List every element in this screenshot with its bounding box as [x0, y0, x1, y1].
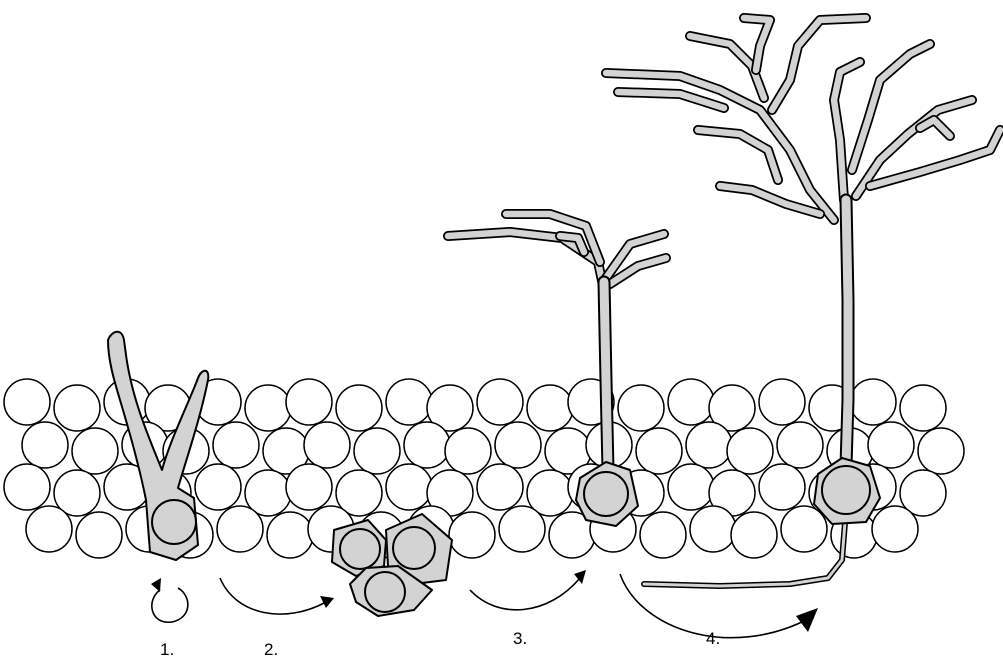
background-cell — [386, 464, 432, 510]
background-cell — [686, 422, 732, 468]
background-cell — [304, 422, 350, 468]
background-cell — [690, 506, 736, 552]
background-cell — [527, 385, 573, 431]
background-cell — [22, 422, 68, 468]
step-4-label: 4. — [706, 629, 720, 648]
background-cell — [404, 422, 450, 468]
background-cell — [918, 428, 964, 474]
arrow-step-3 — [470, 570, 586, 610]
background-cell — [872, 506, 918, 552]
background-cell — [195, 464, 241, 510]
background-cell — [386, 379, 432, 425]
background-cell — [286, 464, 332, 510]
background-cell — [286, 379, 332, 425]
background-cell — [668, 464, 714, 510]
background-cell — [731, 512, 777, 558]
background-cell — [213, 422, 259, 468]
background-cell — [618, 385, 664, 431]
mature-neuron-nucleus — [822, 466, 870, 514]
background-cell — [26, 506, 72, 552]
background-cell — [4, 464, 50, 510]
arrow-step-2 — [220, 578, 334, 614]
background-cell — [477, 464, 523, 510]
background-cell — [868, 422, 914, 468]
background-cell — [72, 428, 118, 474]
background-cell — [759, 464, 805, 510]
background-cell — [495, 422, 541, 468]
dividing-cell-cluster — [332, 514, 452, 616]
background-cell — [668, 379, 714, 425]
background-cell — [4, 379, 50, 425]
step-3-label: 3. — [513, 629, 527, 648]
background-cell — [449, 512, 495, 558]
background-cell — [636, 428, 682, 474]
background-cell — [54, 385, 100, 431]
background-cell — [245, 385, 291, 431]
background-cell — [759, 379, 805, 425]
background-cell — [499, 506, 545, 552]
young-neuron-nucleus — [584, 472, 628, 516]
background-cell — [850, 379, 896, 425]
background-cell — [445, 428, 491, 474]
background-cell — [76, 512, 122, 558]
background-cell — [777, 422, 823, 468]
background-cell — [727, 428, 773, 474]
step-2-label: 2. — [264, 640, 278, 657]
step-1-label: 1. — [160, 640, 174, 657]
background-cell — [477, 379, 523, 425]
background-cell — [781, 506, 827, 552]
arrow-step-1 — [151, 578, 188, 622]
background-cell — [217, 506, 263, 552]
background-cell — [640, 512, 686, 558]
background-cell — [354, 428, 400, 474]
radial-glial-nucleus — [152, 500, 196, 544]
background-cell — [900, 385, 946, 431]
background-cell — [336, 385, 382, 431]
background-cell — [267, 512, 313, 558]
